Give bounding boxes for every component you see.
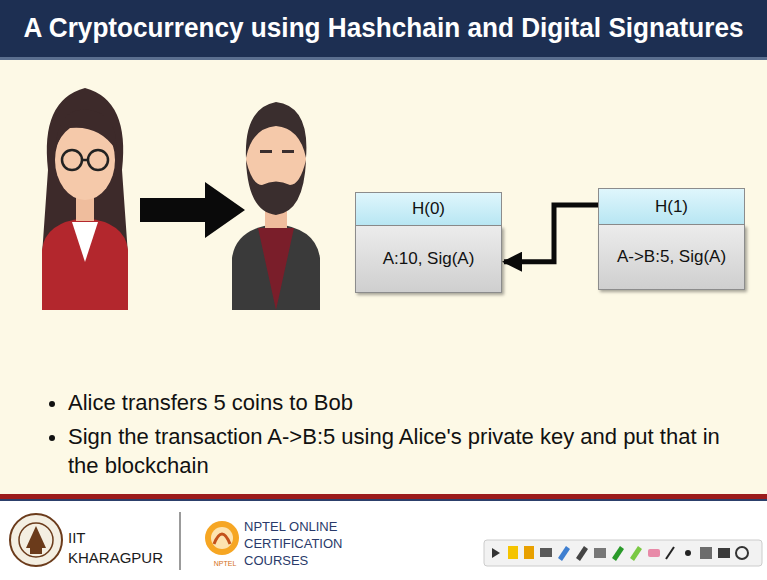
course-name: NPTEL ONLINE CERTIFICATION COURSES	[244, 519, 379, 570]
block-hash-header: H(1)	[598, 188, 745, 225]
alice-figure	[42, 88, 128, 310]
block-hash-header: H(0)	[355, 192, 502, 226]
logo-caption: NPTEL	[205, 559, 245, 568]
footer-rule-blue	[0, 499, 767, 501]
transfer-arrow	[140, 182, 245, 238]
footer-separator	[179, 512, 181, 570]
bob-figure	[232, 102, 320, 310]
title-rule	[0, 57, 767, 60]
slide-title: A Cryptocurrency using Hashchain and Dig…	[0, 0, 767, 57]
bullet-text: Sign the transaction A->B:5 using Alice'…	[68, 423, 748, 480]
block-body: A->B:5, Sig(A)	[598, 225, 745, 290]
institute-name: IIT KHARAGPUR	[68, 528, 178, 567]
bullet-dot	[49, 435, 55, 441]
footer-rule	[0, 494, 767, 499]
hash-block: H(0)A:10, Sig(A)	[355, 192, 502, 293]
toolbar	[484, 540, 762, 566]
iit-emblem	[10, 514, 62, 566]
bullet-dot	[49, 401, 55, 407]
hash-pointer	[504, 205, 598, 262]
title-bar	[0, 0, 767, 57]
block-body: A:10, Sig(A)	[355, 226, 502, 293]
bullet-text: Alice transfers 5 coins to Bob	[68, 389, 748, 418]
slide-title-text: A Cryptocurrency using Hashchain and Dig…	[24, 13, 744, 44]
hash-block: H(1)A->B:5, Sig(A)	[598, 188, 745, 290]
nptel-logo	[205, 521, 239, 555]
footer-band	[0, 496, 767, 580]
